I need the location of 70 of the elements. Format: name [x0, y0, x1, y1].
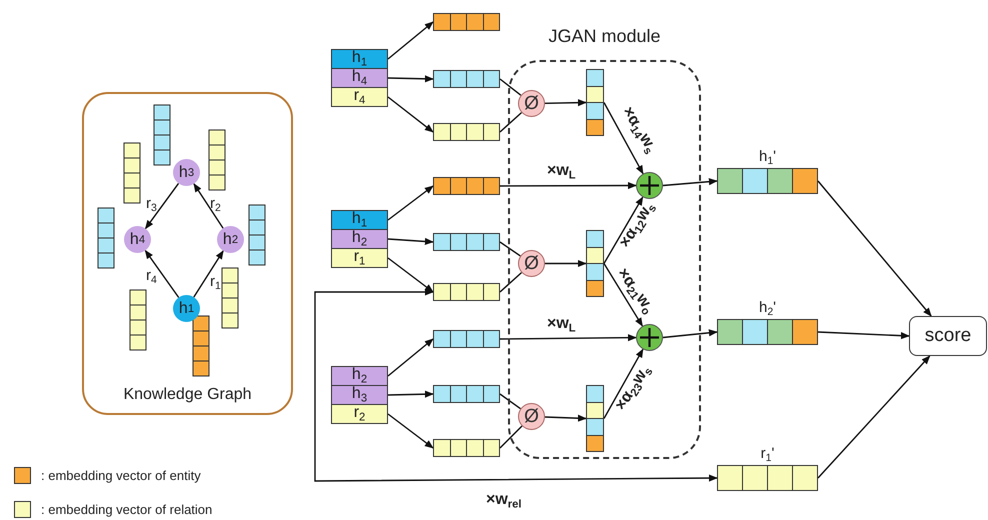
concat-operator-circle: Ø	[518, 90, 545, 117]
arrow	[144, 182, 180, 230]
relation-cell: r$_{1}$	[331, 248, 388, 268]
arrow	[545, 260, 587, 268]
arrow	[500, 182, 637, 190]
module-title: JGAN module	[547, 26, 662, 47]
entity-cell: h$_{2}$	[331, 229, 388, 249]
relation-cell: r$_{2}$	[331, 404, 388, 424]
arrow	[603, 102, 644, 174]
entity-cell: h$_{3}$	[331, 385, 388, 405]
legend-text: : embedding vector of relation	[41, 502, 212, 517]
vector-label: r$_{1}$'	[760, 445, 774, 465]
vector-label: h$_{1}$'	[758, 148, 776, 168]
arrow	[603, 196, 644, 264]
score-box: score	[909, 316, 987, 356]
arrow	[388, 96, 434, 133]
embedding-vector	[433, 13, 500, 31]
edge-label: r$_{4}$	[146, 268, 157, 283]
entity-cell: h$_{1}$	[331, 210, 388, 230]
arrow	[314, 288, 718, 482]
arrow	[144, 250, 180, 298]
concat-operator-circle: Ø	[518, 403, 545, 430]
edge-label: ×w$_{L}$	[547, 316, 576, 332]
embedding-vector	[586, 385, 604, 452]
embedding-vector	[433, 177, 500, 195]
arrow	[388, 75, 434, 82]
embedding-vector	[433, 233, 500, 251]
arrow	[817, 180, 932, 317]
arrow	[193, 250, 224, 298]
edge-label: r$_{1}$	[210, 274, 221, 289]
arrow	[388, 21, 434, 60]
embedding-vector	[433, 283, 500, 301]
arrow	[388, 238, 434, 246]
arrow	[388, 390, 434, 398]
arrow	[388, 338, 434, 377]
sum-operator-circle	[636, 324, 663, 351]
concat-operator-circle: Ø	[518, 250, 545, 277]
embedding-vector	[586, 230, 604, 297]
edge-label: ×w$_{L}$	[547, 163, 576, 179]
edge-label: ×w$_{rel}$	[486, 492, 522, 508]
sum-operator-circle	[636, 172, 663, 199]
arrow	[603, 348, 644, 419]
arrow	[817, 355, 930, 478]
knowledge-graph-panel	[82, 92, 293, 415]
arrow	[388, 185, 434, 221]
arrow	[818, 331, 910, 340]
panel-title: Knowledge Graph	[122, 386, 253, 404]
entity-cell: h$_{1}$	[331, 49, 388, 69]
embedding-vector	[433, 439, 500, 457]
arrow	[603, 263, 643, 327]
edge-label: r$_{3}$	[146, 196, 157, 211]
arrow	[544, 99, 587, 106]
arrow	[193, 183, 224, 229]
arrow	[544, 414, 587, 422]
relation-cell: r$_{4}$	[331, 87, 388, 107]
embedding-vector	[433, 70, 500, 88]
arrow	[500, 334, 637, 342]
embedding-vector	[586, 69, 604, 136]
embedding-vector	[433, 330, 500, 348]
arrow	[662, 178, 718, 186]
legend-text: : embedding vector of entity	[41, 468, 201, 483]
arrow	[388, 413, 434, 449]
embedding-vector	[433, 123, 500, 141]
arrow	[662, 329, 718, 338]
edge-label: r$_{2}$	[210, 196, 221, 211]
embedding-vector	[433, 385, 500, 403]
vector-label: h$_{2}$'	[758, 299, 776, 319]
entity-cell: h$_{4}$	[331, 68, 388, 88]
arrow	[388, 257, 434, 293]
entity-cell: h$_{2}$	[331, 366, 388, 386]
